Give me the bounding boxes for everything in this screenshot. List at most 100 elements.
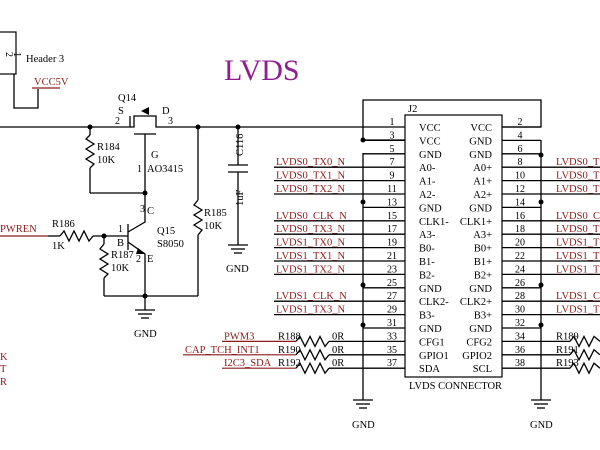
pin-number: 34 <box>515 331 525 342</box>
pin-label: GND <box>469 324 492 335</box>
net-label: LVDS1_TX0_N <box>276 238 345 249</box>
edge-letter: K <box>0 352 8 363</box>
pin-label: A0- <box>419 163 436 174</box>
c116-capacitor: C116 1uF GND <box>226 127 249 275</box>
pin-label: B0+ <box>474 244 492 255</box>
pin-number: 36 <box>515 345 525 356</box>
pin-number: 32 <box>515 318 525 329</box>
r185-resistor: R185 10K <box>145 127 227 297</box>
svg-text:1: 1 <box>137 164 142 175</box>
svg-text:R184: R184 <box>97 142 121 153</box>
net-label: LVDS0_TX3_N <box>276 224 345 235</box>
pin-label: CLK1- <box>419 217 449 228</box>
svg-text:C116: C116 <box>235 134 246 156</box>
right-res-1: R191 <box>541 345 600 362</box>
pin-label: B2+ <box>474 270 492 281</box>
page-title: LVDS <box>224 54 300 87</box>
pin-label: CLK1+ <box>460 217 492 228</box>
pin-number: 24 <box>515 264 525 275</box>
pin-number: 27 <box>387 291 397 302</box>
net-label: LVDS1_TX2_N <box>276 264 345 275</box>
svg-text:3: 3 <box>168 116 173 127</box>
net-label: LVDS0_TX1_N <box>276 171 345 182</box>
pin-number: 25 <box>387 278 397 289</box>
svg-text:D: D <box>162 106 170 117</box>
pin-number: 20 <box>515 238 525 249</box>
resistor-value: 0R <box>332 331 344 342</box>
pin-number: 13 <box>387 197 397 208</box>
q14-mosfet: Q14 S D 2 3 G AO3415 1 <box>115 93 183 190</box>
net-label: LVDS1_T <box>556 264 600 275</box>
pin-number: 4 <box>518 130 523 141</box>
svg-text:S8050: S8050 <box>157 239 184 250</box>
j2-pin-8: 8A0+LVDS0_T <box>473 157 600 174</box>
pin-number: 31 <box>387 318 397 329</box>
right-res-0: R189 <box>541 331 600 348</box>
net-label: LVDS1_C <box>556 291 600 302</box>
svg-text:2: 2 <box>3 52 14 57</box>
pin-number: 22 <box>515 251 525 262</box>
svg-text:GND: GND <box>352 420 375 431</box>
pin-label: CLK2+ <box>460 297 492 308</box>
pin-number: 14 <box>515 197 525 208</box>
pin-label: A3- <box>419 230 436 241</box>
net-label: LVDS0_T <box>556 171 600 182</box>
svg-text:R186: R186 <box>52 219 75 230</box>
svg-text:1: 1 <box>11 52 22 57</box>
pin-label: CLK2- <box>419 297 449 308</box>
resistor-value: 0R <box>332 358 344 369</box>
net-label: LVDS1_T <box>556 238 600 249</box>
net-label: LVDS0_T <box>556 184 600 195</box>
net-label: CAP_TCH_INT1 <box>185 345 260 356</box>
svg-text:2: 2 <box>136 254 141 265</box>
r186-resistor: PWREN R186 1K <box>0 219 128 252</box>
pin-label: CFG1 <box>419 337 445 348</box>
resistor-value: 0R <box>332 345 344 356</box>
pin-label: GND <box>469 150 492 161</box>
pin-number: 16 <box>515 211 525 222</box>
pin-label: GND <box>419 284 442 295</box>
net-label: LVDS0_C <box>556 211 600 222</box>
pin-number: 15 <box>387 211 397 222</box>
svg-text:AO3415: AO3415 <box>147 164 183 175</box>
pin-label: A2- <box>419 190 436 201</box>
right-res-2: R193 <box>541 358 600 375</box>
svg-text:G: G <box>151 150 159 161</box>
pin-label: VCC <box>419 136 441 147</box>
net-label: LVDS1_TX3_N <box>276 305 345 316</box>
pin-number: 1 <box>390 117 395 128</box>
svg-text:E: E <box>147 254 153 265</box>
svg-text:GND: GND <box>530 420 553 431</box>
pin-number: 28 <box>515 291 525 302</box>
pin-number: 2 <box>518 117 523 128</box>
net-label: LVDS1_T <box>556 251 600 262</box>
net-label: LVDS0_TX2_N <box>276 184 345 195</box>
net-label: LVDS0_CLK_N <box>276 211 347 222</box>
pin-number: 33 <box>387 331 397 342</box>
pin-label: VCC <box>470 123 492 134</box>
pin-number: 35 <box>387 345 397 356</box>
